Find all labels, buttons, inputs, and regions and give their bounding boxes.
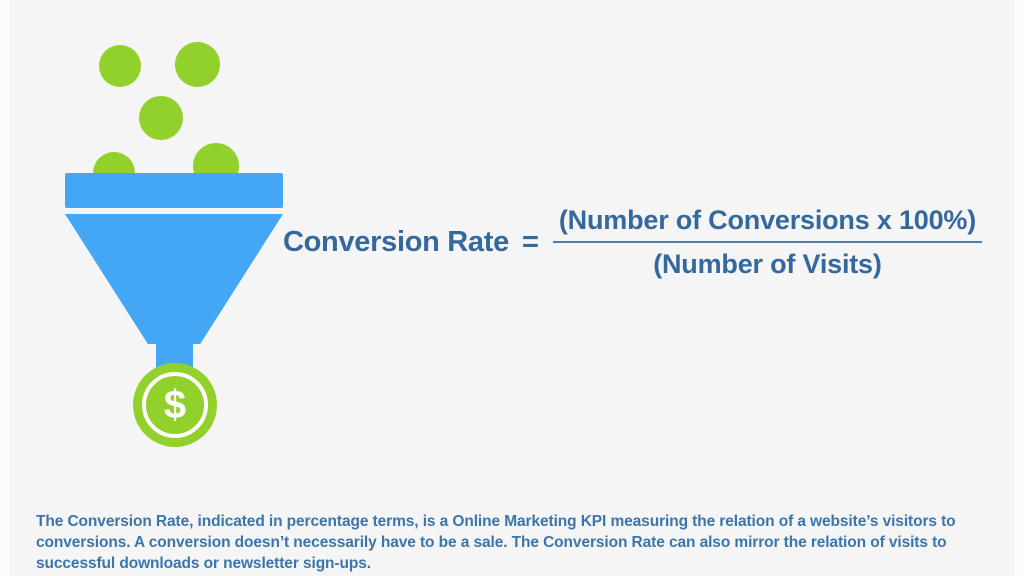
dollar-coin-icon: $ [133,363,217,447]
visitor-ball-middle [139,96,183,140]
funnel-cone [65,214,283,344]
right-edge-strip [1014,0,1024,576]
formula-label: Conversion Rate [283,226,509,258]
conversion-rate-formula: Conversion Rate = (Number of Conversions… [283,205,982,280]
conversion-funnel-graphic: $ [55,30,305,455]
formula-numerator: (Number of Conversions x 100%) [558,205,976,235]
formula-fraction: (Number of Conversions x 100%) (Number o… [552,205,982,280]
formula-denominator: (Number of Visits) [653,249,882,279]
visitor-ball-top-left [99,45,141,87]
visitor-ball-top-right [175,42,220,87]
coin-ring [142,372,208,438]
fraction-bar [552,241,982,243]
funnel-top-bar [65,173,283,208]
formula-equals-sign: = [521,226,539,258]
dollar-sign-icon: $ [163,383,187,427]
left-edge-strip [0,0,10,576]
description-paragraph: The Conversion Rate, indicated in percen… [36,512,956,572]
